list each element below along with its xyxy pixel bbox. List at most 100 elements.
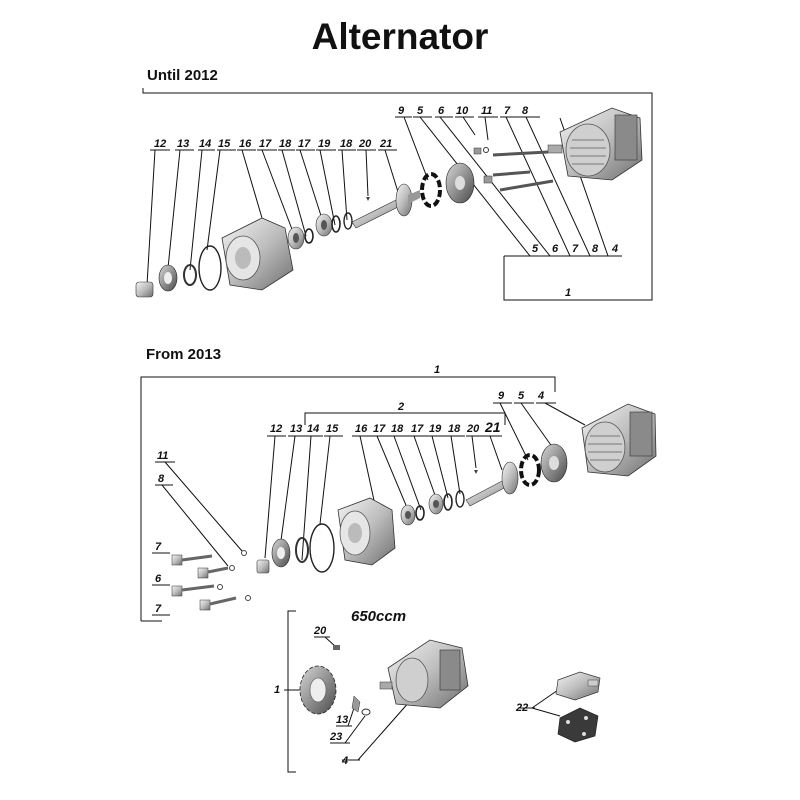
callout-9: 9 (398, 105, 405, 117)
callout-7-lower: 7 (572, 243, 579, 255)
callout-13: 13 (177, 138, 189, 150)
callout-16-middle: 16 (355, 423, 368, 435)
part-13-gear (158, 264, 178, 292)
part-5-coupling (445, 162, 475, 204)
callout-19: 19 (318, 138, 331, 150)
diagram-title: Alternator (311, 16, 489, 57)
callout-7: 7 (504, 105, 511, 117)
part-7b-bolt (199, 596, 237, 611)
callout-8-lower: 8 (592, 243, 599, 255)
parts-top (135, 107, 643, 298)
part-11-washer-middle (241, 550, 247, 556)
part-7-bolt (171, 554, 213, 566)
callout-4-middle: 4 (537, 390, 544, 402)
callout-9-middle: 9 (498, 390, 505, 402)
part-23-bottom (361, 708, 371, 716)
part-19-ring-middle (443, 493, 453, 511)
callout-6-lower: 6 (552, 243, 559, 255)
part-20-key-middle (474, 470, 478, 474)
callout-14-middle: 14 (307, 423, 319, 435)
bracket-1-bottom (287, 610, 296, 773)
group-bracket-2 (304, 412, 506, 425)
leader-lines-bottom (284, 636, 561, 761)
callout-10: 10 (456, 105, 469, 117)
group-bracket-1-top (142, 88, 653, 301)
callout-17b: 17 (298, 138, 311, 150)
part-12-bushing-middle (256, 559, 270, 574)
callout-4-bottom: 4 (341, 755, 348, 767)
callout-20-middle: 20 (466, 423, 480, 435)
callout-13-bottom: 13 (336, 714, 348, 726)
section-label-until-2012: Until 2012 (147, 67, 218, 84)
callout-8: 8 (522, 105, 529, 117)
part-7-bolt-upper (492, 170, 531, 177)
callout-12: 12 (154, 138, 166, 150)
part-4-alternator-top (547, 107, 643, 181)
part-21-shaft (351, 183, 420, 229)
callout-6: 6 (438, 105, 445, 117)
part-9-damper-middle (519, 453, 541, 487)
callout-8-middle: 8 (158, 473, 165, 485)
callout-21: 21 (379, 138, 392, 150)
section-label-650ccm: 650ccm (351, 608, 407, 625)
callout-18b: 18 (340, 138, 353, 150)
callout-numbers-bottom: 20 1 13 23 4 22 (274, 625, 528, 767)
part-20-key-bottom (333, 645, 340, 650)
part-18-ring-middle (415, 505, 425, 521)
callout-20: 20 (358, 138, 372, 150)
part-washer-b (229, 565, 235, 571)
part-22-regulator (555, 671, 601, 743)
callout-5-lower: 5 (532, 243, 539, 255)
group-from-2013: 1 2 9 5 4 12 13 14 15 16 17 18 17 19 18 … (140, 364, 657, 622)
part-6-bolt (171, 584, 215, 597)
part-15-oring (198, 245, 222, 291)
callout-1-bottom: 1 (274, 684, 280, 696)
callout-2: 2 (397, 401, 404, 413)
part-18b-ring-middle (455, 490, 465, 508)
part-washer-c (217, 584, 223, 590)
part-21-shaft-middle (465, 461, 519, 507)
part-19-ring (331, 215, 341, 233)
part-9-damper (420, 172, 442, 208)
part-16-housing (221, 217, 294, 291)
part-14-washer (183, 264, 197, 286)
group-650ccm: 20 1 13 23 4 22 (274, 610, 601, 773)
callout-4-lower: 4 (611, 243, 618, 255)
part-5-coupling-middle (540, 443, 568, 483)
callout-5-middle: 5 (518, 390, 525, 402)
callout-22-bottom: 22 (515, 702, 528, 714)
parts-bottom (299, 639, 601, 743)
callout-16: 16 (239, 138, 252, 150)
leader-lines-middle (152, 402, 586, 616)
callout-23-bottom: 23 (329, 731, 342, 743)
part-11-washer (483, 147, 489, 153)
group-bracket-1-middle (140, 376, 556, 621)
part-15-oring-middle (309, 523, 335, 573)
leader-lines-top (146, 116, 609, 286)
part-13-gear-middle (271, 538, 291, 568)
callout-7-middle: 7 (155, 541, 162, 553)
part-10-nut (473, 147, 482, 155)
part-8-bolt (197, 566, 229, 579)
callout-15-middle: 15 (326, 423, 339, 435)
section-label-from-2013: From 2013 (146, 346, 222, 363)
callout-20-bottom: 20 (313, 625, 327, 637)
part-14-washer-middle (295, 537, 309, 563)
callout-numbers-top: 12 13 14 15 16 17 18 17 19 18 20 21 9 5 … (154, 105, 618, 299)
callout-11: 11 (481, 105, 492, 117)
callout-12-middle: 12 (270, 423, 282, 435)
parts-middle (171, 403, 657, 611)
callout-7b-middle: 7 (155, 603, 162, 615)
part-4-alternator-middle (581, 403, 657, 477)
group-until-2012: 12 13 14 15 16 17 18 17 19 18 20 21 9 5 … (135, 88, 653, 301)
callout-18-middle: 18 (391, 423, 404, 435)
part-18-ring (304, 228, 314, 244)
part-8-bolt-upper (492, 150, 549, 157)
part-12-bushing (135, 281, 154, 298)
part-17b-bearing (315, 213, 333, 237)
callout-17: 17 (259, 138, 272, 150)
part-16-housing-middle (337, 497, 396, 566)
callout-11-middle: 11 (157, 450, 168, 462)
part-13-bottom (351, 695, 361, 713)
